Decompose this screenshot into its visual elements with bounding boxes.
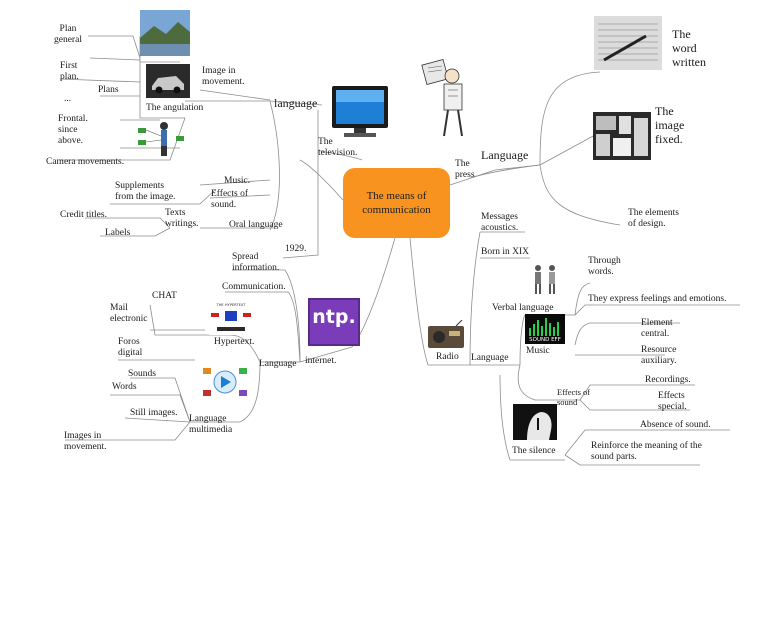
design-elements-node: The elements of design. <box>628 208 679 229</box>
year-1929-node: 1929. <box>285 244 307 254</box>
car-photo <box>146 64 190 98</box>
effects-of-sound-node: Effects of sound. <box>211 189 249 210</box>
supplements-node: Supplements from the image. <box>115 181 176 202</box>
people-talking-figure <box>528 262 564 296</box>
television-label: The television. <box>318 137 358 158</box>
mail-electronic-node: Mail electronic <box>110 303 148 324</box>
digital-forums-node: Foros digital <box>118 337 143 358</box>
word-written-node: The word written <box>672 27 706 69</box>
radio-image <box>426 319 466 350</box>
radio-language-node: Language <box>471 353 509 363</box>
credit-titles-node: Credit titles. <box>60 210 107 220</box>
press-label: The press <box>455 159 475 180</box>
images-in-movement-node: Images in movement. <box>64 431 107 452</box>
internet-language-node: Language <box>259 359 297 369</box>
ntp-logo: ntp. <box>308 298 360 346</box>
radio-label: Radio <box>436 352 459 362</box>
hypertext-banner-text: THE HYPERTEXT <box>216 303 246 307</box>
image-fixed-node: The image fixed. <box>655 104 685 146</box>
resource-auxiliary-node: Resource auxiliary. <box>641 345 677 366</box>
newspaper-collage-image <box>593 112 651 160</box>
camera-angles-figure <box>132 118 190 158</box>
pen-paper-photo <box>594 16 662 70</box>
words-node: Words <box>112 382 137 392</box>
first-plan-node: First plan. <box>60 61 79 82</box>
still-images-node: Still images. <box>130 408 178 418</box>
spread-information-node: Spread information. <box>232 252 280 273</box>
sound-effects-image: SOUND EFF <box>525 314 565 344</box>
plan-general-node: Plan general <box>54 24 82 45</box>
television-image <box>330 84 390 140</box>
camera-movements-node: Camera movements. <box>46 157 125 167</box>
recordings-node: Recordings. <box>645 375 691 385</box>
hypertext-node: Hypertext. <box>214 337 255 347</box>
sounds-node: Sounds <box>128 369 156 379</box>
central-topic: The means of communication <box>343 168 450 238</box>
special-effects-node: Effects special. <box>658 391 687 412</box>
angulation-node: The angulation <box>146 103 204 113</box>
image-in-movement-node: Image in movement. <box>202 66 245 87</box>
multimedia-language-node: Language multimedia <box>189 414 233 435</box>
through-words-node: Through words. <box>588 256 621 277</box>
internet-label: internet. <box>305 356 337 366</box>
absence-of-sound-node: Absence of sound. <box>640 420 711 430</box>
radio-effects-node: Effects of sound <box>557 387 591 407</box>
texts-writings-node: Texts writings. <box>165 208 199 229</box>
multimedia-icons <box>201 362 249 402</box>
labels-node: Labels <box>105 228 131 238</box>
silence-node: The silence <box>512 446 556 456</box>
radio-music-node: Music <box>526 346 550 356</box>
sound-effects-caption: SOUND EFF <box>529 337 561 343</box>
plans-node: Plans <box>98 85 119 95</box>
ntp-logo-text: ntp. <box>312 306 356 328</box>
acoustic-messages-node: Messages acoustics. <box>481 212 519 233</box>
tv-language-node: language <box>274 96 318 110</box>
press-language-node: Language <box>481 148 529 162</box>
element-central-node: Element central. <box>641 318 673 339</box>
reinforce-meaning-node: Reinforce the meaning of the sound parts… <box>591 441 702 462</box>
hypertext-diagram: THE HYPERTEXT <box>209 303 253 335</box>
born-in-xix-node: Born in XIX <box>481 247 530 257</box>
silence-image <box>513 404 557 440</box>
feelings-emotions-node: They express feelings and emotions. <box>588 294 727 304</box>
verbal-language-node: Verbal language <box>492 303 554 313</box>
frontal-node: Frontal. since above. <box>58 114 88 146</box>
oral-language-node: Oral language <box>229 220 283 230</box>
communication-node: Communication. <box>222 282 286 292</box>
landscape-photo <box>140 10 190 56</box>
newspaper-reader-figure <box>420 58 472 142</box>
ellipsis-node: ... <box>64 94 72 104</box>
music-node: Music. <box>224 176 251 186</box>
chat-node: CHAT <box>152 291 177 301</box>
